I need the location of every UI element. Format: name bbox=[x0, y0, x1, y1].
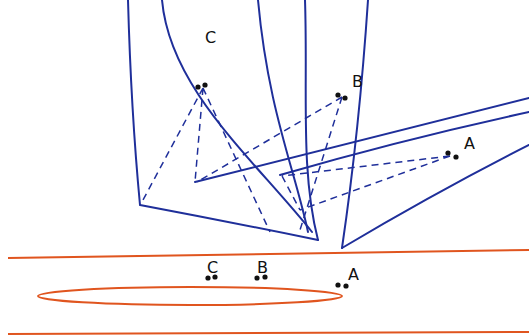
blue-line bbox=[128, 0, 318, 240]
orange-line bbox=[8, 250, 529, 258]
orange-lines bbox=[8, 250, 529, 334]
point-label: A bbox=[348, 267, 359, 283]
blue-line bbox=[305, 0, 318, 240]
blue-line bbox=[162, 0, 312, 232]
blue-line bbox=[195, 98, 529, 182]
orange-line bbox=[8, 332, 529, 334]
point-label: B bbox=[257, 260, 268, 276]
point-label: B bbox=[352, 74, 363, 90]
point-label: C bbox=[205, 30, 216, 46]
blue-line bbox=[280, 112, 529, 175]
dashed-line bbox=[143, 88, 270, 232]
dashed-triangles bbox=[143, 88, 450, 232]
dashed-line bbox=[282, 156, 450, 210]
blue-line bbox=[342, 0, 368, 248]
dashed-line bbox=[197, 97, 342, 230]
blue-outlines bbox=[128, 0, 529, 248]
point-label: C bbox=[207, 260, 218, 276]
orange-ellipse bbox=[38, 287, 342, 305]
blue-line bbox=[258, 0, 308, 232]
point-label: A bbox=[464, 136, 475, 152]
point-dots bbox=[195, 82, 458, 288]
